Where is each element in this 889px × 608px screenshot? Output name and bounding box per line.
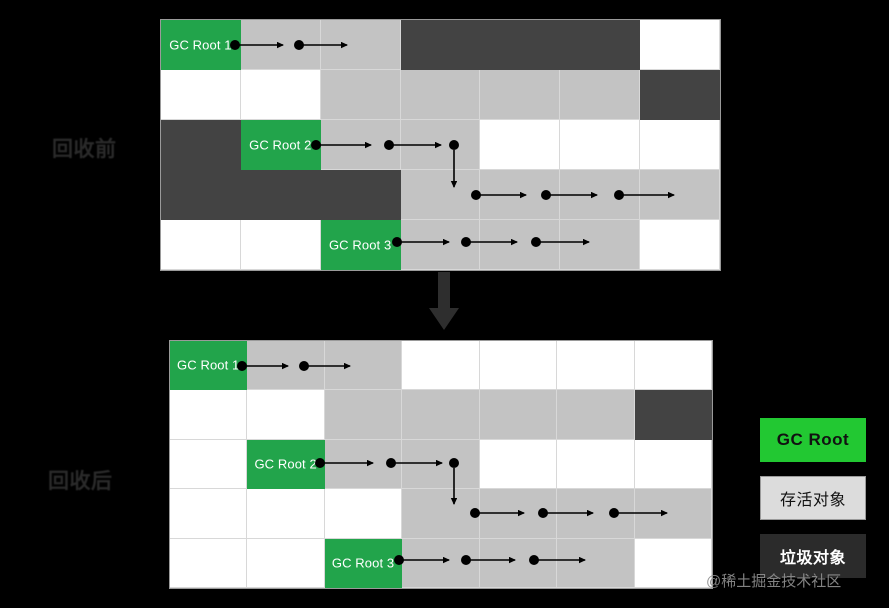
heap-cell-live — [479, 538, 558, 588]
legend-item-gc-root: GC Root — [760, 418, 866, 462]
heap-cell-live — [320, 120, 401, 170]
gc-root-label: GC Root 1 — [169, 37, 232, 52]
heap-cell-white — [634, 439, 712, 490]
legend-item-live-object: 存活对象 — [760, 476, 866, 520]
heap-grid-before: GC Root 1 GC Root 2 GC Root 3 — [160, 19, 721, 271]
heap-cell-white — [640, 120, 720, 170]
heap-cell-live — [560, 170, 641, 220]
heap-cell-white — [161, 70, 241, 120]
heap-cell-root: GC Root 3 — [324, 538, 403, 588]
heap-cell-white — [640, 20, 720, 70]
heap-cell-live — [634, 489, 712, 539]
heap-cell-live — [240, 20, 321, 70]
heap-cell-live — [247, 341, 325, 391]
heap-cell-white — [324, 489, 403, 539]
heap-cell-white — [170, 390, 248, 440]
heap-cell-dead — [320, 170, 401, 220]
heap-cell-root: GC Root 2 — [240, 120, 321, 170]
gc-root-label: GC Root 1 — [177, 357, 240, 373]
heap-cell-live — [400, 170, 481, 220]
heap-cell-root: GC Root 3 — [320, 220, 401, 270]
heap-cell-dead — [634, 390, 712, 440]
heap-cell-dead — [640, 70, 720, 120]
heap-cell-white — [557, 439, 635, 490]
heap-cell-live — [560, 70, 641, 120]
heap-cell-dead — [480, 20, 561, 70]
heap-cell-white — [634, 538, 712, 588]
gc-root-label: GC Root 2 — [249, 137, 312, 152]
heap-cell-white — [240, 220, 321, 270]
heap-cell-white — [560, 120, 641, 170]
heap-cell-live — [480, 220, 561, 270]
heap-cell-live — [402, 538, 480, 588]
heap-cell-root: GC Root 1 — [170, 341, 248, 391]
heap-cell-root: GC Root 1 — [161, 20, 241, 70]
heap-cell-white — [402, 341, 480, 391]
heap-cell-live — [320, 20, 401, 70]
heap-cell-dead — [400, 20, 481, 70]
heap-cell-live — [480, 70, 561, 120]
heap-cell-live — [324, 341, 403, 391]
heap-cell-live — [324, 439, 403, 490]
watermark: @稀土掘金技术社区 — [706, 573, 842, 590]
heap-cell-white — [170, 489, 248, 539]
heap-cell-white — [247, 538, 325, 588]
heap-cell-live — [320, 70, 401, 120]
heap-cell-live — [557, 538, 635, 588]
heap-cell-white — [640, 220, 720, 270]
heap-cell-live — [480, 170, 561, 220]
heap-cell-dead — [161, 120, 241, 170]
heap-cell-live — [479, 390, 558, 440]
legend-item-garbage-object: 垃圾对象 — [760, 534, 866, 578]
heap-cell-live — [400, 70, 481, 120]
gc-root-label: GC Root 3 — [328, 237, 392, 252]
heap-cell-live — [402, 439, 480, 490]
heap-cell-dead — [560, 20, 641, 70]
heap-cell-white — [247, 390, 325, 440]
heap-cell-white — [480, 120, 561, 170]
heap-cell-live — [400, 120, 481, 170]
heap-grid-after: GC Root 1 GC Root 2 GC Root 3 — [169, 340, 713, 589]
heap-cell-white — [240, 70, 321, 120]
heap-cell-white — [170, 439, 248, 490]
transition-down-arrow — [429, 272, 459, 330]
heap-cell-live — [557, 489, 635, 539]
heap-cell-live — [479, 489, 558, 539]
heap-cell-dead — [161, 170, 241, 220]
gc-root-label: GC Root 3 — [331, 555, 395, 571]
gc-root-label: GC Root 2 — [254, 456, 317, 472]
heap-cell-white — [170, 538, 248, 588]
legend: GC Root 存活对象 垃圾对象 — [760, 418, 866, 578]
heap-cell-live — [324, 390, 403, 440]
phase-label-after: 回收后 — [48, 470, 113, 493]
heap-cell-live — [560, 220, 641, 270]
heap-cell-white — [479, 341, 558, 391]
heap-cell-dead — [240, 170, 321, 220]
heap-cell-live — [640, 170, 720, 220]
heap-cell-white — [557, 341, 635, 391]
heap-cell-white — [479, 439, 558, 490]
phase-label-before: 回收前 — [52, 138, 117, 161]
heap-cell-live — [400, 220, 481, 270]
heap-cell-live — [402, 489, 480, 539]
heap-cell-white — [161, 220, 241, 270]
heap-cell-root: GC Root 2 — [247, 439, 325, 490]
heap-cell-live — [557, 390, 635, 440]
heap-cell-white — [634, 341, 712, 391]
heap-cell-white — [247, 489, 325, 539]
heap-cell-live — [402, 390, 480, 440]
